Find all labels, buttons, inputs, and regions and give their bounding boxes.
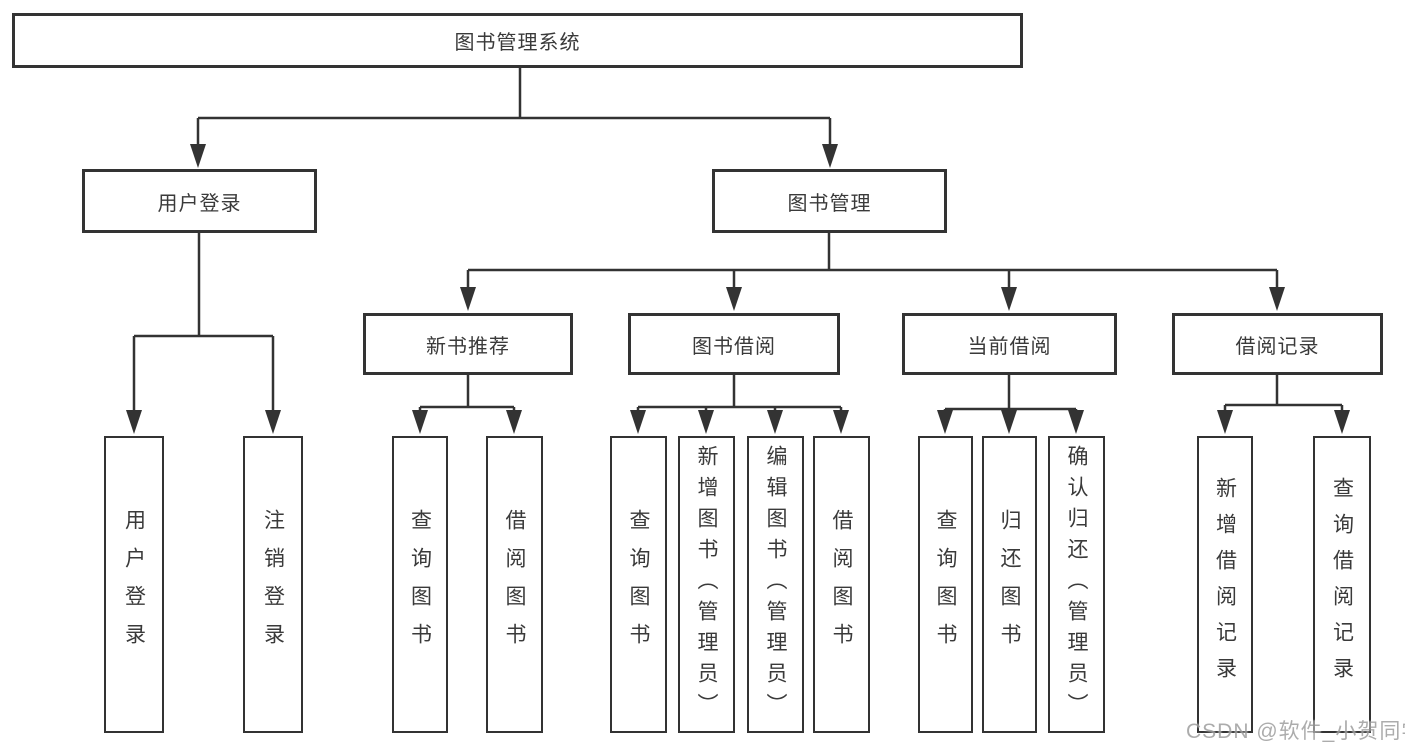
leaf-confirm-return-admin: 确认归还（管理员） (1048, 436, 1105, 733)
node-user-login: 用户登录 (82, 169, 317, 233)
node-borrow-records: 借阅记录 (1172, 313, 1383, 375)
leaf-query-borrow-record: 查询借阅记录 (1313, 436, 1371, 733)
leaf-query-books-recommend: 查询图书 (392, 436, 448, 733)
leaf-label: 归还图书 (998, 508, 1021, 661)
leaf-label: 借阅图书 (830, 508, 853, 661)
leaf-return-books: 归还图书 (982, 436, 1037, 733)
leaf-add-books-admin: 新增图书（管理员） (678, 436, 735, 733)
leaf-label: 编辑图书（管理员） (764, 445, 787, 724)
node-book-management: 图书管理 (712, 169, 947, 233)
leaf-label: 查询图书 (627, 508, 650, 661)
leaf-label: 新增借阅记录 (1213, 476, 1237, 693)
leaf-label: 用户登录 (122, 508, 146, 661)
leaf-query-books-borrowing: 查询图书 (610, 436, 667, 733)
node-book-borrowing: 图书借阅 (628, 313, 840, 375)
node-new-book-recommend: 新书推荐 (363, 313, 573, 375)
leaf-borrow-books-borrowing: 借阅图书 (813, 436, 870, 733)
leaf-query-books-current: 查询图书 (918, 436, 973, 733)
leaf-label: 借阅图书 (503, 508, 526, 661)
leaf-borrow-books-recommend: 借阅图书 (486, 436, 543, 733)
leaf-label: 查询借阅记录 (1330, 476, 1354, 693)
leaf-label: 查询图书 (408, 508, 432, 661)
leaf-label: 确认归还（管理员） (1065, 445, 1088, 724)
leaf-label: 查询图书 (934, 508, 957, 661)
node-root: 图书管理系统 (12, 13, 1023, 68)
leaf-label: 注销登录 (261, 508, 285, 661)
node-current-borrowing: 当前借阅 (902, 313, 1117, 375)
leaf-logout: 注销登录 (243, 436, 303, 733)
leaf-user-login: 用户登录 (104, 436, 164, 733)
leaf-edit-books-admin: 编辑图书（管理员） (747, 436, 804, 733)
leaf-add-borrow-record: 新增借阅记录 (1197, 436, 1253, 733)
csdn-watermark: CSDN @软件_小贺同学 (1186, 720, 1405, 743)
leaf-label: 新增图书（管理员） (695, 445, 718, 724)
